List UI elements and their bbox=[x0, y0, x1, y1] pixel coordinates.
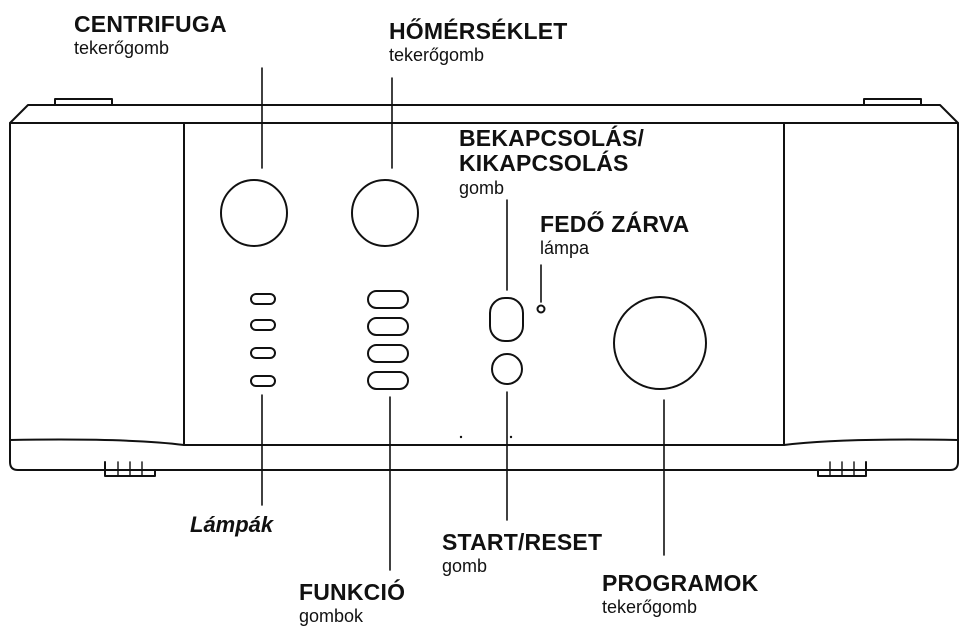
functions-title: FUNKCIÓ bbox=[299, 579, 406, 605]
lamp-1 bbox=[250, 293, 276, 305]
function-button-3 bbox=[367, 344, 409, 363]
power-title-line1: BEKAPCSOLÁS/ bbox=[459, 125, 645, 151]
homerseklet-label: HŐMÉRSÉKLET tekerőgomb bbox=[389, 18, 568, 66]
lamp-2 bbox=[250, 319, 276, 331]
right-top-tab bbox=[863, 98, 922, 106]
left-top-tab bbox=[54, 98, 113, 106]
panel-top-rim bbox=[9, 104, 959, 124]
programs-subtitle: tekerőgomb bbox=[602, 597, 698, 618]
lamp-3 bbox=[250, 347, 276, 359]
centrifuga-label: CENTRIFUGA tekerőgomb bbox=[74, 11, 227, 59]
lid-lamp bbox=[536, 304, 546, 314]
left-foot-detail bbox=[117, 461, 143, 477]
lamp-4 bbox=[250, 375, 276, 387]
programok-knob bbox=[613, 296, 707, 390]
power-subtitle: gomb bbox=[459, 177, 505, 198]
start-reset-button bbox=[491, 353, 523, 385]
right-side-panel bbox=[783, 122, 959, 446]
functions-label: FUNKCIÓ gombok bbox=[299, 579, 406, 627]
function-button-1 bbox=[367, 290, 409, 309]
centrifuga-subtitle: tekerőgomb bbox=[74, 38, 170, 59]
programs-title: PROGRAMOK bbox=[602, 570, 759, 596]
face-dot-1 bbox=[459, 435, 463, 439]
start-label: START/RESET gomb bbox=[442, 529, 603, 577]
power-title-line2: KIKAPCSOLÁS bbox=[459, 150, 629, 177]
panel-housing bbox=[9, 122, 959, 471]
lamps-label: Lámpák bbox=[190, 512, 274, 537]
function-button-4 bbox=[367, 371, 409, 390]
power-button bbox=[489, 297, 524, 342]
right-foot-detail bbox=[829, 461, 855, 477]
function-button-2 bbox=[367, 317, 409, 336]
face-dot-2 bbox=[509, 435, 513, 439]
homerseklet-subtitle: tekerőgomb bbox=[389, 45, 485, 66]
homerseklet-knob bbox=[351, 179, 419, 247]
lamps-title: Lámpák bbox=[190, 512, 274, 537]
centrifuga-title: CENTRIFUGA bbox=[74, 11, 227, 37]
centrifuga-knob bbox=[220, 179, 288, 247]
lid-label: FEDŐ ZÁRVA lámpa bbox=[540, 211, 690, 259]
programs-label: PROGRAMOK tekerőgomb bbox=[602, 570, 759, 618]
lid-subtitle: lámpa bbox=[540, 238, 590, 259]
functions-subtitle: gombok bbox=[299, 606, 364, 627]
power-label: BEKAPCSOLÁS/ KIKAPCSOLÁS gomb bbox=[459, 125, 645, 198]
left-side-panel bbox=[9, 122, 185, 446]
homerseklet-title: HŐMÉRSÉKLET bbox=[389, 18, 568, 44]
start-title: START/RESET bbox=[442, 529, 603, 555]
lid-title: FEDŐ ZÁRVA bbox=[540, 211, 690, 237]
start-subtitle: gomb bbox=[442, 556, 488, 577]
